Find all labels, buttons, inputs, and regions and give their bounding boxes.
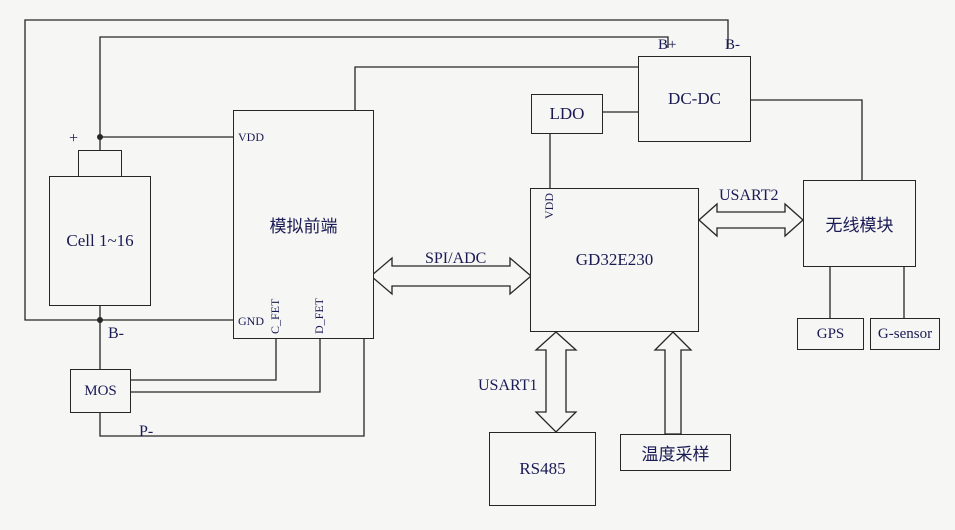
dcdc-bplus-pin: B+ xyxy=(658,37,677,53)
afe-label: 模拟前端 xyxy=(269,217,338,237)
ldo-block: LDO xyxy=(531,94,603,134)
spi-adc-label: SPI/ADC xyxy=(425,250,487,267)
wire-pminus xyxy=(99,338,365,437)
cell-terminal xyxy=(78,150,122,178)
wireless-block: 无线模块 xyxy=(803,180,916,267)
dcdc-label: DC-DC xyxy=(668,89,721,108)
wireless-label: 无线模块 xyxy=(825,216,894,236)
wire-afe-dcdc xyxy=(354,66,638,110)
afe-vdd-pin: VDD xyxy=(238,130,264,144)
wire-dcdc-wireless xyxy=(751,99,863,180)
gsensor-block: G-sensor xyxy=(870,318,940,350)
mcu-vdd-pin: VDD xyxy=(542,193,556,219)
gsensor-label: G-sensor xyxy=(877,325,933,342)
mos-block: MOS xyxy=(70,369,131,413)
junction-dot xyxy=(97,317,103,323)
afe-block: 模拟前端 xyxy=(233,110,374,339)
plus-label: + xyxy=(69,130,79,147)
afe-cfet-pin: C_FET xyxy=(268,298,282,334)
junction-dot xyxy=(97,134,103,140)
afe-dfet-pin: D_FET xyxy=(312,298,326,334)
dcdc-bminus-pin: B- xyxy=(725,37,740,53)
pminus-label: P- xyxy=(139,423,154,440)
usart2-label: USART2 xyxy=(719,187,779,204)
temp-arrow xyxy=(653,331,693,435)
wire-bplus xyxy=(99,36,669,150)
wire-bminus-loop xyxy=(24,19,729,321)
usart2-arrow xyxy=(698,202,804,238)
usart1-label: USART1 xyxy=(478,377,538,394)
wire-cfet-mos xyxy=(131,338,277,381)
bminus-label: B- xyxy=(108,325,124,342)
cell-block: Cell 1~16 xyxy=(49,176,151,306)
gps-block: GPS xyxy=(797,318,864,350)
dcdc-block: DC-DC xyxy=(638,56,751,142)
usart1-arrow xyxy=(534,331,578,433)
temp-block: 温度采样 xyxy=(620,434,731,471)
mcu-label: GD32E230 xyxy=(575,250,654,269)
gps-label: GPS xyxy=(816,325,845,342)
wire-dfet-mos xyxy=(131,338,321,393)
rs485-label: RS485 xyxy=(519,459,566,478)
ldo-label: LDO xyxy=(549,104,585,123)
mcu-block: GD32E230 xyxy=(530,188,699,332)
mos-label: MOS xyxy=(84,382,117,399)
afe-gnd-pin: GND xyxy=(238,314,264,328)
temp-label: 温度采样 xyxy=(641,445,710,465)
cell-label: Cell 1~16 xyxy=(66,231,134,250)
rs485-block: RS485 xyxy=(489,432,596,506)
